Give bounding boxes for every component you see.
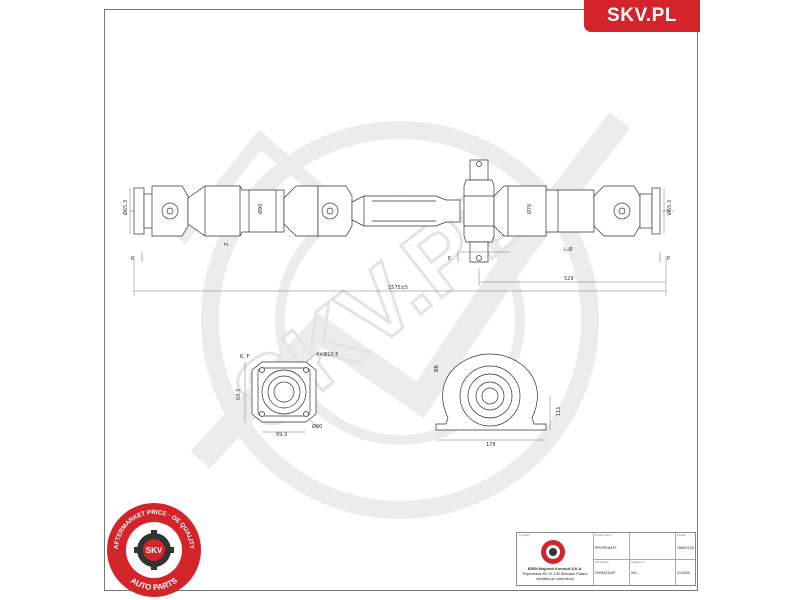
date-value: 01/2020 — [677, 571, 690, 575]
dim-total-length: 1575±5 — [388, 285, 408, 291]
oe-label: OE Number — [595, 561, 609, 564]
section-mark-right: P — [667, 256, 670, 262]
dim-flange-height: 69.3 — [236, 389, 242, 400]
left-tube — [187, 185, 285, 237]
section-mark-left: K — [131, 256, 135, 262]
dim-left-flange-height: Ø65.3 — [122, 200, 129, 215]
dim-flange-width: 69.3 — [276, 432, 287, 438]
skv-brand-logo: SKV.PL — [584, 0, 700, 32]
section-mark-mid: E — [448, 256, 451, 262]
right-flange — [639, 193, 653, 229]
drawing-frame — [104, 9, 698, 591]
dim-flange-bolt: 4×Ø10.5 — [316, 351, 338, 358]
skv-quality-seal: AFTERMARKET PRICE · OE QUALITY AUTO PART… — [107, 503, 201, 597]
product-label: Product name — [595, 534, 612, 537]
oe-value: 2H0521102F — [595, 571, 616, 575]
bearing-view-label: BB — [434, 365, 440, 372]
company-name: ESEN Wojciech Kornecki S.K.A. — [527, 567, 583, 571]
number-label: Number — [677, 534, 687, 537]
center-yoke — [283, 185, 319, 237]
right-tube — [493, 185, 595, 237]
slip-spline — [351, 195, 461, 227]
dim-spline-len: L-Ø — [564, 246, 573, 253]
dim-right-tube-dia: Ø76 — [526, 204, 533, 214]
bearing-dimensions — [436, 396, 551, 441]
dimension-labels: Ø65.3 Ø90 Z Ø76 Ø65.3 L-Ø 529 1575±5 K E… — [122, 200, 673, 448]
dim-right-length: 529 — [564, 276, 574, 282]
side-view-dimensions — [129, 188, 667, 296]
dim-left-small: Z — [224, 242, 230, 246]
left-flange — [133, 187, 145, 235]
flange-view-label: K, F — [240, 354, 249, 360]
propshaft-side-view — [133, 159, 661, 263]
company-label: Company — [519, 534, 531, 537]
version-value: 001 — [631, 571, 637, 575]
dim-left-tube-dia: Ø90 — [257, 204, 264, 214]
dim-right-flange-height: Ø65.3 — [666, 200, 673, 215]
dim-flange-dia: Ø90 — [312, 423, 322, 430]
center-bearing — [463, 159, 495, 263]
version-label: Diagram no. — [631, 561, 646, 564]
section-marks — [141, 252, 661, 262]
number-value: 765KV120 — [677, 546, 694, 550]
dim-bearing-height: 111 — [556, 406, 562, 416]
company-address: Poprzeczna 85, 57-100 Wrocław, Poland — [522, 572, 588, 576]
product-name: PROPSHAFT — [595, 546, 617, 550]
seal-center-text: SKV — [146, 546, 163, 555]
title-block: Company ESEN Wojciech Kornecki S.K.A. Po… — [516, 532, 696, 586]
seal-mini-icon — [541, 540, 565, 564]
flange-dimensions — [244, 351, 319, 433]
company-contact: info@skv.pl, www.skv.pl — [536, 577, 574, 581]
flange-end-view — [251, 361, 317, 423]
bearing-end-view — [435, 353, 547, 431]
dim-bearing-width: 178 — [486, 442, 496, 448]
